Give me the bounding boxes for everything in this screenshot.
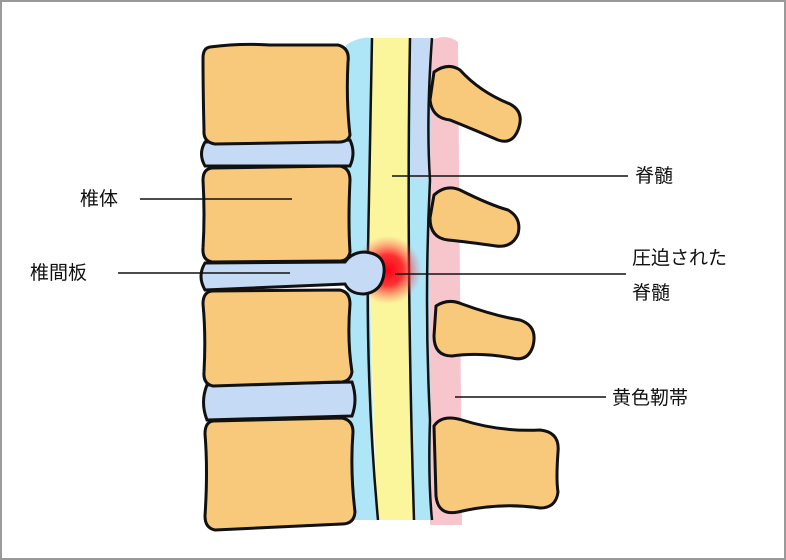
vertebral-body-1 [201,42,352,146]
label-spinal-cord: 脊髄 [635,165,674,187]
spinous-process-4 [432,416,560,515]
label-ligamentum-flavum: 黄色靭帯 [612,387,689,409]
spinous-process-1 [428,65,522,143]
disc-1 [200,138,355,168]
label-compressed-cord-2: 脊髄 [632,282,671,304]
disc-3 [202,380,357,422]
vertebral-body-2 [201,164,352,264]
vertebral-body-3 [201,288,354,388]
label-compressed-cord-1: 圧迫された [632,247,728,269]
vertebral-body-4 [203,416,357,532]
spinous-process-3 [432,299,536,361]
spinous-process-2 [428,186,521,248]
label-intervertebral-disc: 椎間板 [30,262,88,284]
label-vertebral-body: 椎体 [80,188,119,210]
ligamentum-flavum [428,37,462,525]
